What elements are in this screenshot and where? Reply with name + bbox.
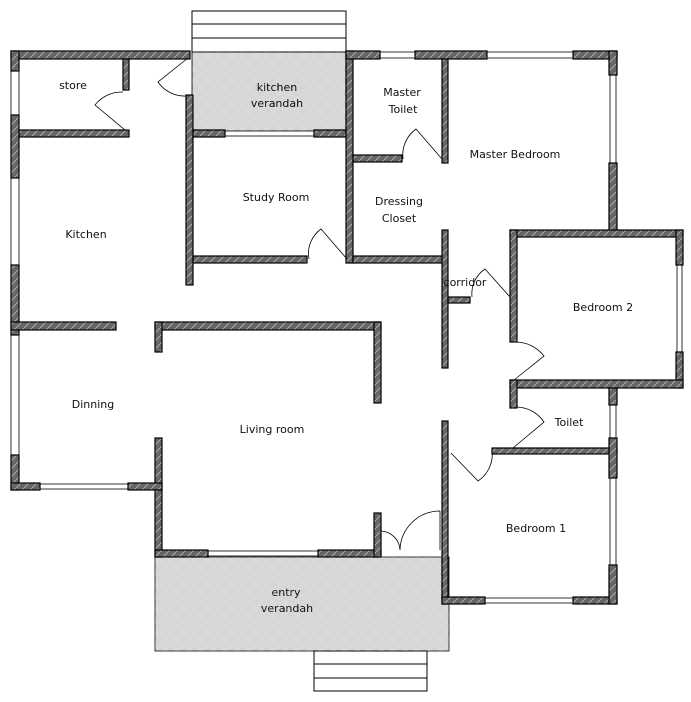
wall-segment: [154, 437, 163, 558]
wall-segment: [192, 129, 226, 138]
wall-segment: [509, 379, 518, 409]
wall-segment: [441, 58, 449, 164]
window: [39, 483, 129, 490]
label-master-bedroom: Master Bedroom: [470, 148, 561, 161]
label-master-toilet-2: Toilet: [388, 103, 418, 116]
doors: [94, 57, 545, 551]
wall-segment: [608, 564, 618, 605]
entry-door[interactable]: [380, 510, 441, 551]
window: [676, 264, 683, 353]
wall-segment: [18, 129, 130, 138]
wall-segment: [608, 437, 618, 479]
wall-segment: [122, 58, 130, 91]
label-entry-verandah-2: verandah: [261, 602, 313, 615]
window: [10, 334, 20, 456]
label-toilet: Toilet: [554, 416, 584, 429]
window: [486, 51, 574, 59]
label-bedroom-2: Bedroom 2: [573, 301, 633, 314]
wall-segment: [352, 255, 446, 264]
toilet-door[interactable]: [512, 406, 545, 449]
wall-segment: [313, 129, 347, 138]
label-kitchen-verandah-1: kitchen: [257, 81, 298, 94]
wall-segment: [10, 321, 117, 331]
wall-segment: [414, 50, 488, 60]
window: [609, 477, 617, 566]
label-study-room: Study Room: [243, 191, 310, 204]
window: [484, 597, 574, 604]
label-dressing-closet-2: Closet: [382, 212, 417, 225]
wall-segment: [608, 387, 618, 406]
wall-segment: [10, 50, 20, 72]
label-kitchen: Kitchen: [65, 228, 106, 241]
wall-segment: [185, 94, 194, 286]
label-master-toilet-1: Master: [383, 86, 421, 99]
label-corridor: corridor: [444, 276, 487, 289]
bedroom-2-door[interactable]: [513, 341, 545, 381]
wall-segment: [154, 321, 382, 331]
wall-segment: [441, 596, 486, 605]
window: [224, 130, 315, 137]
window: [10, 70, 20, 116]
kitchen-verandah-floor: [191, 51, 347, 132]
wall-segment: [491, 447, 618, 455]
wall-segment: [509, 229, 684, 238]
label-entry-verandah-1: entry: [271, 586, 301, 599]
windows: [10, 51, 683, 604]
wall-segment: [154, 549, 209, 558]
wall-segment: [509, 229, 518, 343]
wall-segment: [373, 512, 382, 558]
wall-segment: [608, 50, 618, 76]
wall-segment: [509, 379, 684, 389]
wall-segment: [441, 229, 449, 369]
label-dinning: Dinning: [72, 398, 114, 411]
wall-segment: [10, 264, 20, 336]
label-store: store: [59, 79, 87, 92]
kitchen-verandah-door[interactable]: [157, 57, 189, 97]
entry-steps: [313, 650, 428, 692]
window: [379, 51, 416, 59]
entry-verandah-floor: [154, 556, 450, 652]
wall-segment: [317, 549, 382, 558]
window: [10, 177, 20, 266]
wall-segment: [10, 114, 20, 179]
wall-segment: [608, 162, 618, 236]
wall-segment: [352, 154, 403, 163]
store-door[interactable]: [94, 91, 126, 131]
label-kitchen-verandah-2: verandah: [251, 97, 303, 110]
wall-segment: [373, 321, 382, 404]
wall-segment: [345, 50, 354, 264]
wall-segment: [192, 255, 308, 264]
wall-segment: [10, 50, 191, 60]
wall-segment: [10, 482, 41, 491]
wall-segment: [441, 420, 449, 605]
master-toilet-door[interactable]: [402, 128, 443, 160]
wall-segment: [127, 482, 163, 491]
kitchen-steps: [191, 10, 347, 53]
window: [609, 74, 617, 164]
label-living-room: Living room: [240, 423, 305, 436]
study-door[interactable]: [308, 228, 348, 260]
label-dressing-closet-1: Dressing: [375, 195, 423, 208]
walls: [10, 50, 684, 605]
wall-segment: [154, 321, 163, 353]
window: [207, 550, 319, 557]
label-bedroom-1: Bedroom 1: [506, 522, 566, 535]
wall-segment: [675, 229, 684, 266]
window: [609, 404, 617, 439]
wall-segment: [345, 50, 381, 60]
bedroom-1-door[interactable]: [450, 449, 493, 482]
wall-segment: [447, 296, 471, 304]
corridor-door[interactable]: [471, 268, 511, 298]
